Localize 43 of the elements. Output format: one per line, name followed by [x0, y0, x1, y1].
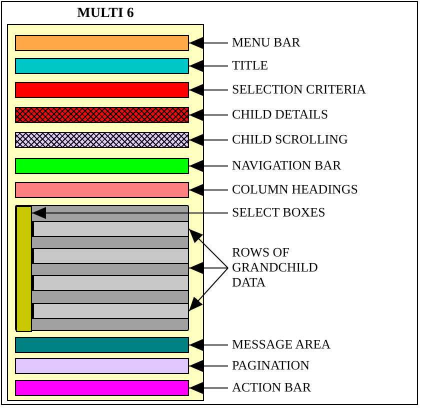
selection-criteria-strip: [15, 82, 189, 98]
callout-label: NAVIGATION BAR: [228, 158, 342, 174]
arrow: [188, 160, 228, 172]
callout-label: SELECTION CRITERIA: [228, 82, 366, 98]
action-bar-strip: [15, 380, 189, 396]
pagination-strip: [15, 358, 189, 374]
callout-label: ROWS OF GRANDCHILD DATA: [228, 246, 332, 290]
child-scrolling-strip: [15, 132, 189, 148]
arrow: [188, 184, 228, 196]
callout-label: CHILD DETAILS: [228, 108, 328, 122]
callout-label: COLUMN HEADINGS: [228, 182, 358, 198]
arrow: [188, 360, 228, 372]
callout-label: CHILD SCROLLING: [228, 132, 348, 148]
grandchild-row: [32, 303, 189, 319]
menu-bar-strip: [15, 35, 189, 51]
panel-title: MULTI 6: [76, 6, 135, 22]
arrow: [188, 84, 228, 96]
title-strip: [15, 58, 189, 74]
child-details-strip: [15, 107, 189, 123]
arrow: [32, 207, 228, 219]
arrow: [188, 109, 228, 121]
navigation-bar-strip: [15, 158, 189, 174]
arrow: [188, 37, 228, 49]
callout-label: MESSAGE AREA: [228, 338, 331, 352]
grandchild-row: [32, 248, 189, 264]
callout-label: MENU BAR: [228, 36, 300, 50]
arrow: [188, 134, 228, 146]
callout-label: ACTION BAR: [228, 380, 312, 396]
arrow: [188, 382, 228, 394]
select-column: [16, 206, 32, 332]
message-area-strip: [15, 337, 189, 353]
grandchild-grid: [15, 205, 189, 331]
arrow: [188, 268, 228, 312]
arrow: [188, 228, 228, 268]
callout-label: TITLE: [228, 58, 268, 74]
callout-label: PAGINATION: [228, 358, 310, 374]
arrow: [188, 262, 228, 274]
arrow: [188, 339, 228, 351]
callout-label: SELECT BOXES: [228, 206, 326, 220]
grandchild-row: [32, 221, 189, 237]
column-headings-strip: [15, 182, 189, 198]
grandchild-row: [32, 275, 189, 291]
arrow: [188, 60, 228, 72]
